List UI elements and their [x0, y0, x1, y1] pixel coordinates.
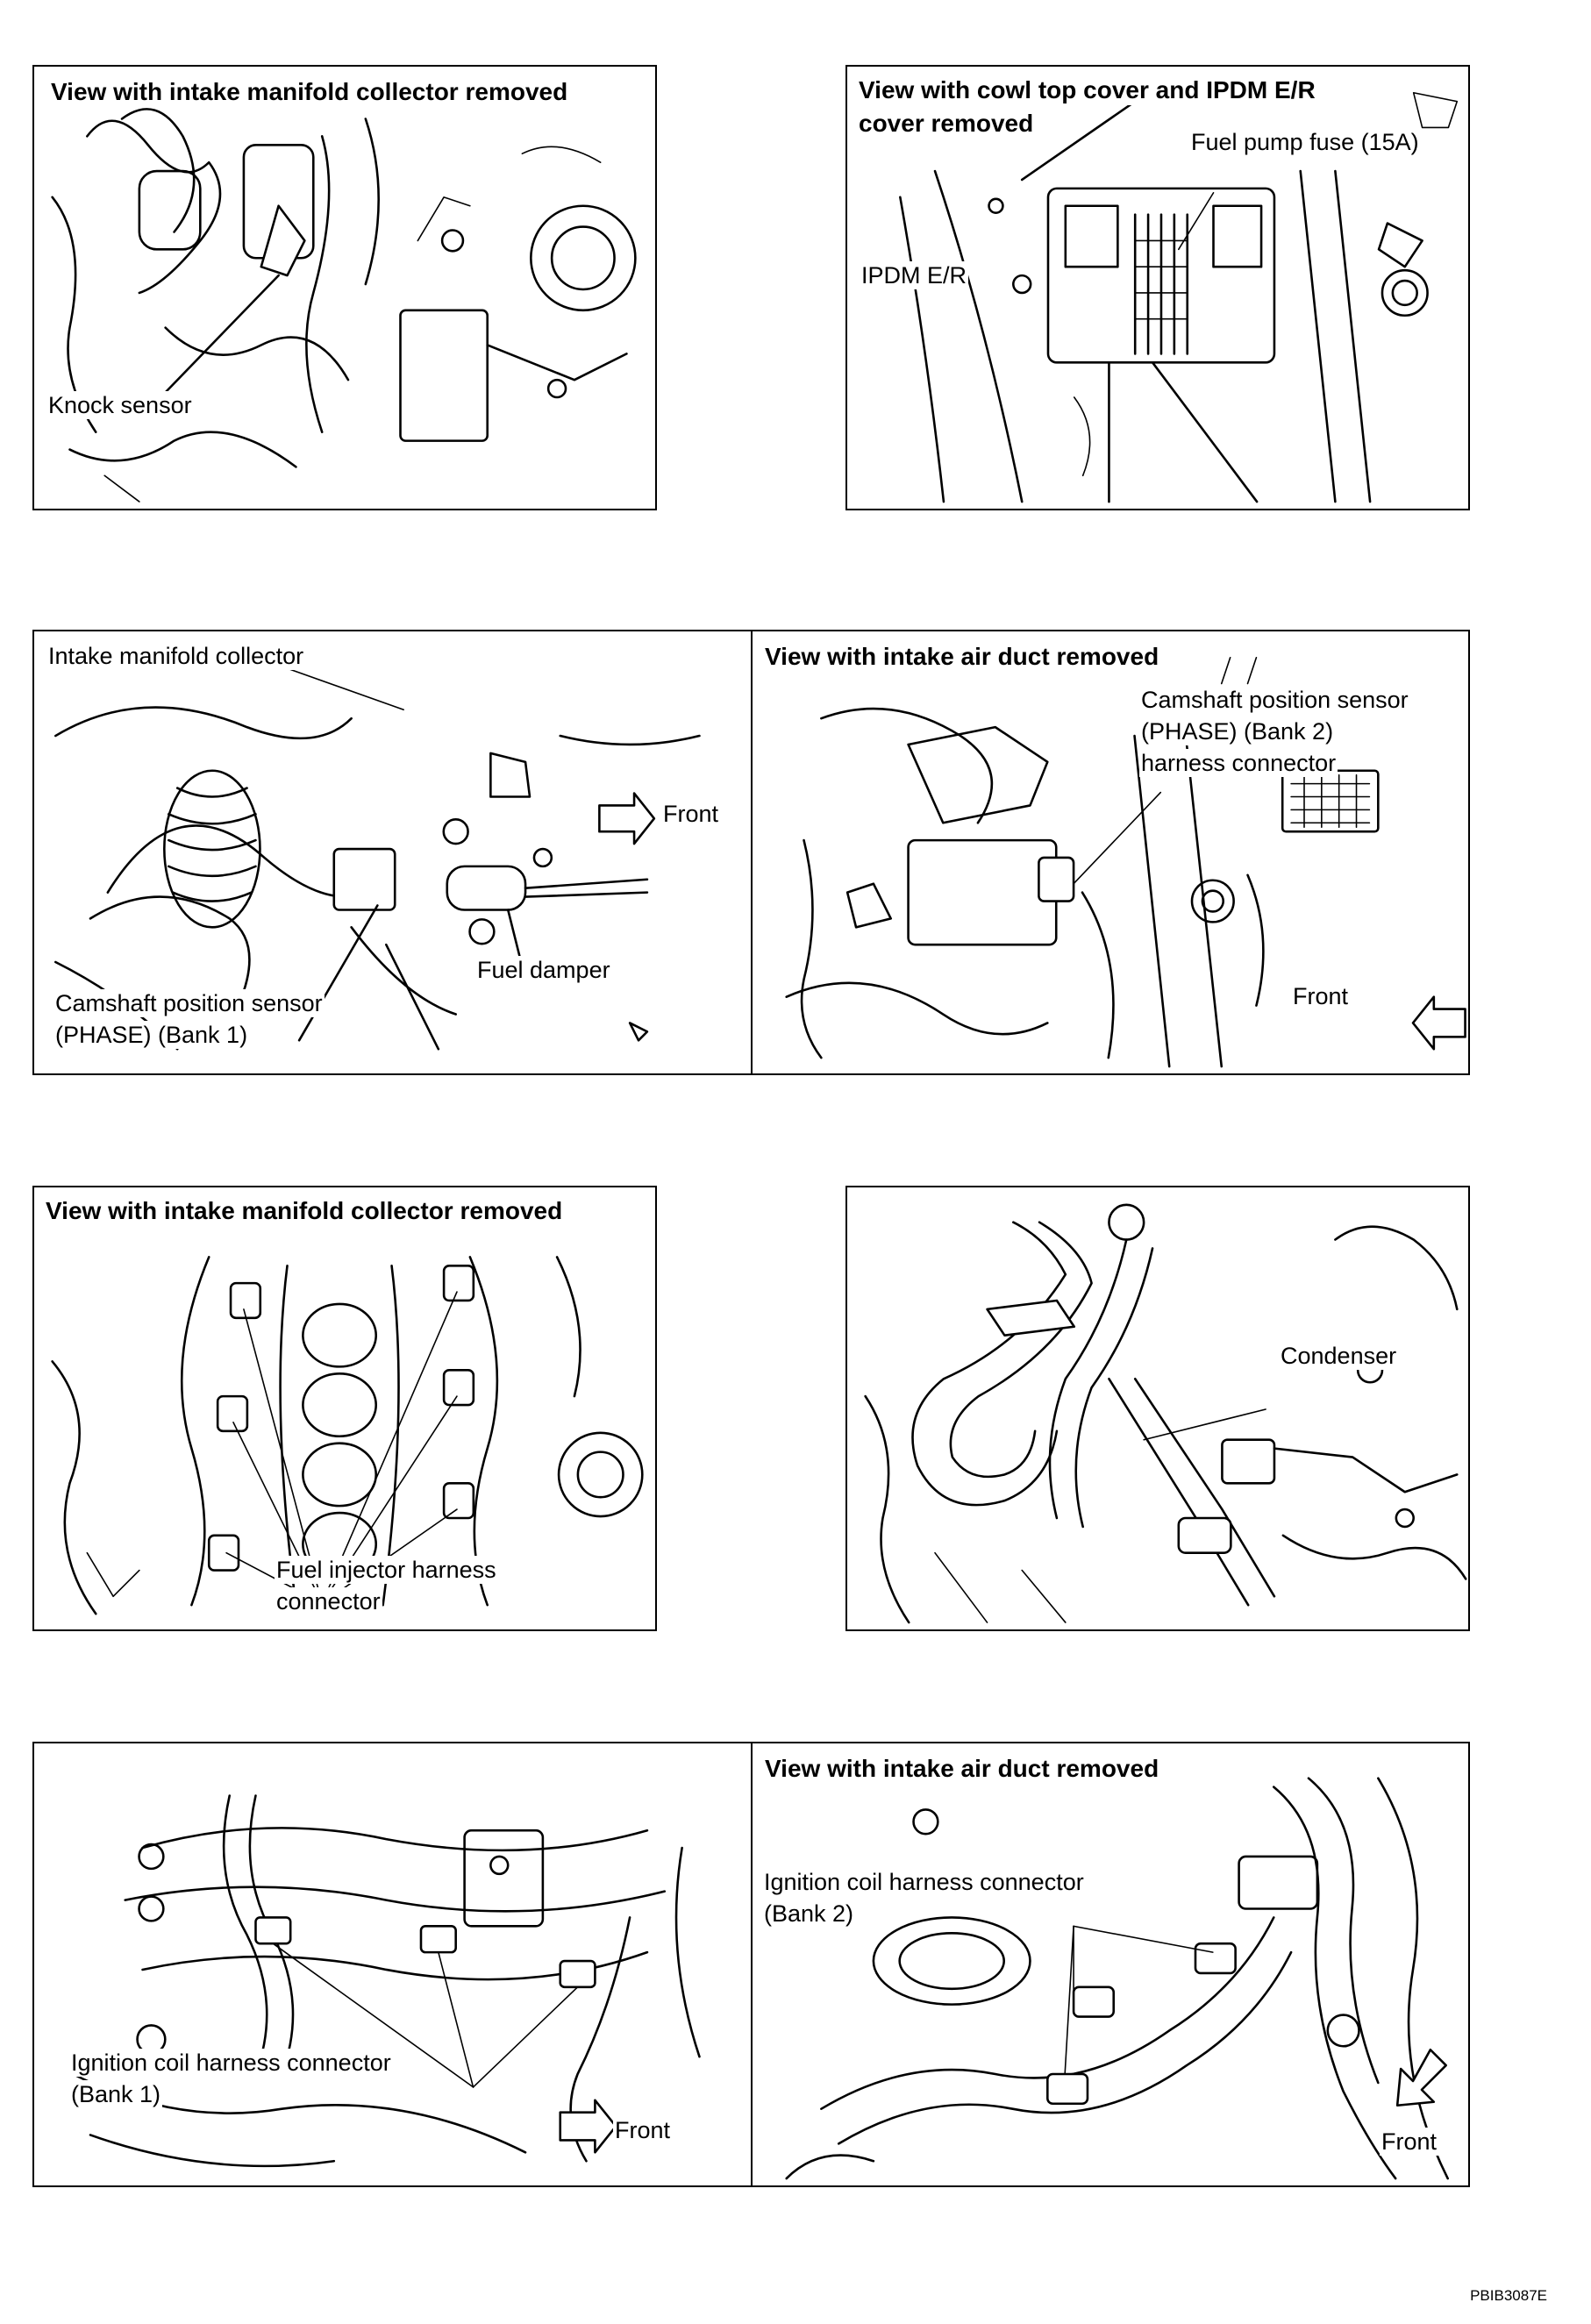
bank1-coil-illustration [71, 1794, 701, 2168]
ipdm-illustration [899, 91, 1459, 503]
condenser-panel: Condenser [845, 1186, 1470, 1631]
panel-title-line1: View with cowl top cover and IPDM E/R [856, 75, 1318, 105]
front-label: Front [661, 800, 721, 828]
front-label: Front [613, 2116, 673, 2144]
fuel-injector-label-line1: Fuel injector harness [275, 1556, 498, 1584]
ignition-coil-bank2-label-line1: Ignition coil harness connector [762, 1868, 1086, 1896]
engine-illustration [51, 108, 637, 503]
panel-title: View with intake manifold collector remo… [48, 77, 571, 107]
bank1-illustration [54, 653, 701, 1051]
camshaft-sensor-bank2-label-line1: Camshaft position sensor [1139, 686, 1410, 714]
fuel-pump-fuse-panel: View with cowl top cover and IPDM E/R co… [845, 65, 1470, 510]
panel5-title: View with intake manifold collector remo… [43, 1196, 566, 1226]
fuel-pump-fuse-label: Fuel pump fuse (15A) [1189, 128, 1421, 156]
panel-divider [751, 1743, 753, 2185]
ignition-coil-bank1-label-line1: Ignition coil harness connector [69, 2049, 393, 2077]
camshaft-sensor-bank2-label-line3: harness connector [1139, 749, 1338, 777]
camshaft-sensor-bank2-label-line2: (PHASE) (Bank 2) [1139, 717, 1336, 745]
ignition-coil-bank2-label-line2: (Bank 2) [762, 1900, 856, 1928]
panel-divider [751, 631, 753, 1073]
condenser-illustration [864, 1203, 1467, 1624]
intake-manifold-collector-label: Intake manifold collector [46, 642, 306, 670]
condenser-label: Condenser [1279, 1342, 1399, 1370]
front-label: Front [1291, 982, 1351, 1010]
ignition-coil-frame: Ignition coil harness connector (Bank 1)… [32, 1742, 1470, 2187]
camshaft-sensor-frame: Intake manifold collector Front Fuel dam… [32, 630, 1470, 1075]
fuel-damper-label: Fuel damper [475, 956, 612, 984]
knock-sensor-label: Knock sensor [46, 391, 194, 419]
panel4-title: View with intake air duct removed [762, 642, 1162, 672]
camshaft-sensor-bank1-label-line2: (PHASE) (Bank 1) [54, 1021, 250, 1049]
camshaft-sensor-bank1-label-line1: Camshaft position sensor [54, 989, 325, 1017]
panel-title-line2: cover removed [856, 109, 1037, 139]
knock-sensor-panel: View with intake manifold collector remo… [32, 65, 657, 510]
ignition-coil-bank1-label-line2: (Bank 1) [69, 2080, 163, 2108]
panel8-title: View with intake air duct removed [762, 1754, 1162, 1784]
fuel-injector-label-line2: connector [275, 1587, 382, 1615]
front-label: Front [1380, 2128, 1439, 2156]
ipdm-er-label: IPDM E/R [860, 261, 969, 289]
figure-code: PBIB3087E [1470, 2287, 1547, 2304]
fuel-injector-panel: View with intake manifold collector remo… [32, 1186, 657, 1631]
